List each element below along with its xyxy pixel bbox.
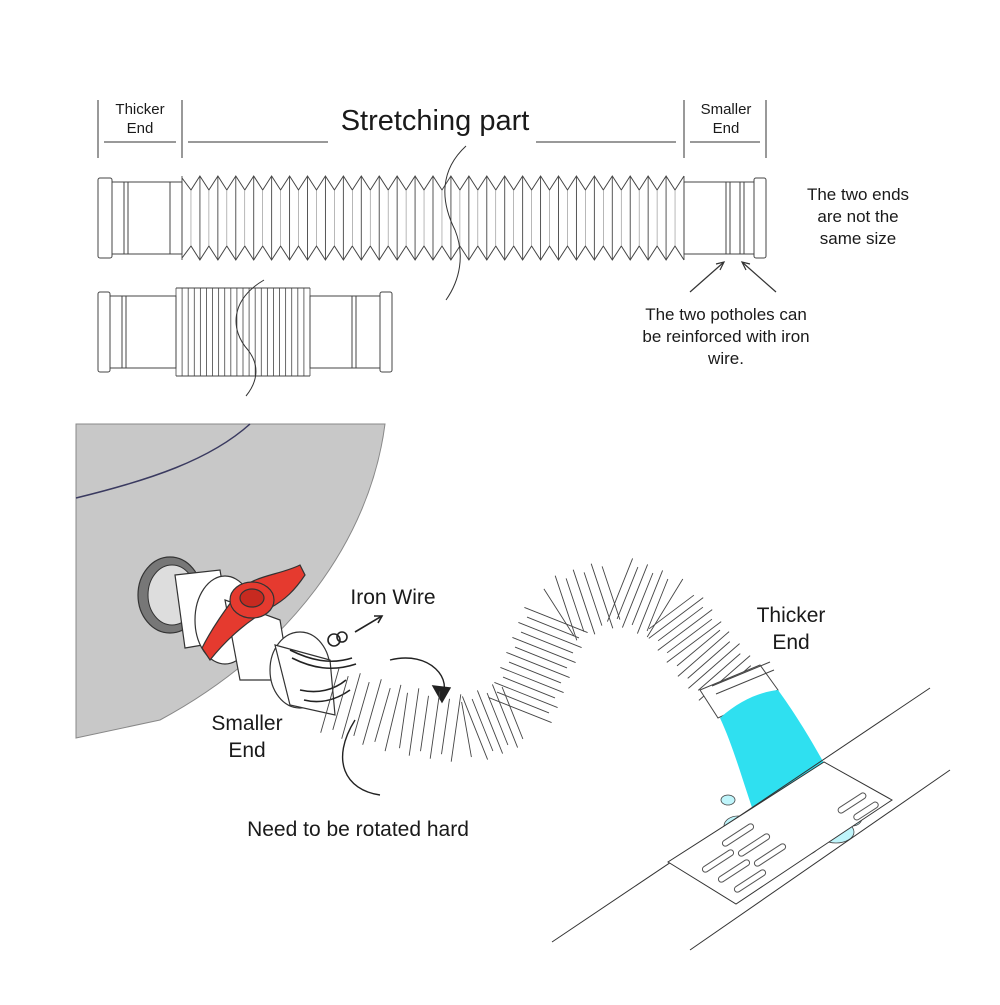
hose-pleat <box>524 606 588 634</box>
hose-pleat <box>353 681 370 737</box>
hose-pleat <box>491 684 519 748</box>
hose-pleat <box>362 679 382 745</box>
hose-pleat <box>666 621 722 663</box>
hose-pleat <box>648 594 695 630</box>
hose-pleat <box>666 618 713 654</box>
hose-pleat <box>441 698 450 755</box>
hose-pleat <box>399 692 408 749</box>
top-thicker-end-label: Thicker End <box>102 100 178 138</box>
hose-pleat <box>657 606 704 642</box>
hose-pleat <box>461 701 472 758</box>
stretch-indicator-line <box>444 145 467 301</box>
bottom-smaller-end-line2: End <box>228 739 266 762</box>
hose-pleat <box>572 569 596 635</box>
potholes-note-line3: wire. <box>708 349 744 368</box>
hose-pleat <box>648 597 704 639</box>
hose-pleat <box>646 578 684 638</box>
hose-pleat <box>583 572 603 626</box>
ends-note-line1: The two ends <box>806 185 910 204</box>
top-smaller-end-label: Smaller End <box>688 100 764 138</box>
hose-pleat <box>512 636 576 664</box>
rotate-note: Need to be rotated hard <box>247 818 469 841</box>
bottom-thicker-end-line1: Thicker <box>756 604 826 627</box>
hose-pleat <box>697 653 741 691</box>
hose-pleat <box>486 692 509 746</box>
extended-hose <box>97 145 767 301</box>
hose-pleat <box>687 641 731 679</box>
hose-pleat <box>601 566 621 620</box>
hose-pleat <box>508 661 562 684</box>
collapsed-indicator-line <box>235 279 265 397</box>
potholes-note-line1: The two potholes can <box>645 305 807 324</box>
hose-pleat <box>384 684 402 752</box>
hose-pleat <box>518 621 582 649</box>
hose-pleat <box>657 609 713 651</box>
hose-pleat <box>636 570 664 634</box>
hose-pleat <box>543 588 575 637</box>
hose-pleat <box>631 572 654 626</box>
collapsed-hose <box>97 279 393 397</box>
hose-pleat <box>320 667 340 733</box>
hose-pleat <box>500 666 564 694</box>
hose-pleat <box>621 564 649 628</box>
hose-pleat <box>408 688 420 756</box>
hose-pleat <box>520 631 574 654</box>
potholes-note-line2: be reinforced with iron <box>642 327 810 346</box>
top-thicker-end-line1: Thicker <box>115 101 165 118</box>
valve <box>174 564 336 716</box>
hose-pleat <box>501 686 524 740</box>
hose-pleat <box>471 698 494 752</box>
hose-pleat <box>450 694 462 762</box>
hose-pleat <box>565 578 585 632</box>
rotation-arrow <box>341 657 452 796</box>
ends-note-line3: same size <box>819 229 897 248</box>
hose-pleat <box>502 676 556 699</box>
potholes-note: The two potholes can be reinforced with … <box>622 304 830 370</box>
hose-pleat <box>514 646 568 669</box>
hose-pleat <box>616 566 639 620</box>
hose-pleat <box>494 681 558 709</box>
hose-pleat <box>606 558 634 622</box>
hose-pleat <box>420 695 429 752</box>
stretching-part-label: Stretching part <box>340 105 530 137</box>
ends-note-line2: are not the <box>817 207 899 226</box>
hose-pleat <box>332 675 349 731</box>
hose-pleat <box>506 651 570 679</box>
hose-pleat <box>488 696 552 724</box>
ends-note: The two ends are not the same size <box>790 184 926 250</box>
hose-pleat <box>646 578 669 632</box>
hose-pleat <box>461 696 489 760</box>
hose-pleat <box>476 690 504 754</box>
floor-drain <box>551 687 951 951</box>
iron-wire-label: Iron Wire <box>350 586 436 609</box>
hose-pleat <box>676 629 721 667</box>
hose-pleat <box>341 673 361 739</box>
top-smaller-end-line1: Smaller <box>700 101 752 118</box>
top-smaller-end-line2: End <box>712 120 740 137</box>
pothole-arrows <box>689 261 777 293</box>
hose-pleat <box>429 691 441 759</box>
bottom-thicker-end-line2: End <box>772 631 810 654</box>
hose-pleat <box>590 563 614 629</box>
installed-hose <box>320 558 752 762</box>
hose-pleat <box>554 575 578 641</box>
top-thicker-end-line2: End <box>126 120 154 137</box>
hose-pleat <box>688 643 740 689</box>
dimension-lines <box>97 100 767 158</box>
iron-wire <box>289 615 384 703</box>
bottom-smaller-end-line1: Smaller <box>211 712 283 735</box>
hose-pleat <box>374 687 391 743</box>
bottom-smaller-end-label: Smaller End <box>200 710 294 764</box>
hose-pleat <box>677 631 730 677</box>
hose-pleat <box>496 691 550 714</box>
hose-pleat <box>526 616 580 639</box>
bottom-thicker-end-label: Thicker End <box>744 602 838 656</box>
